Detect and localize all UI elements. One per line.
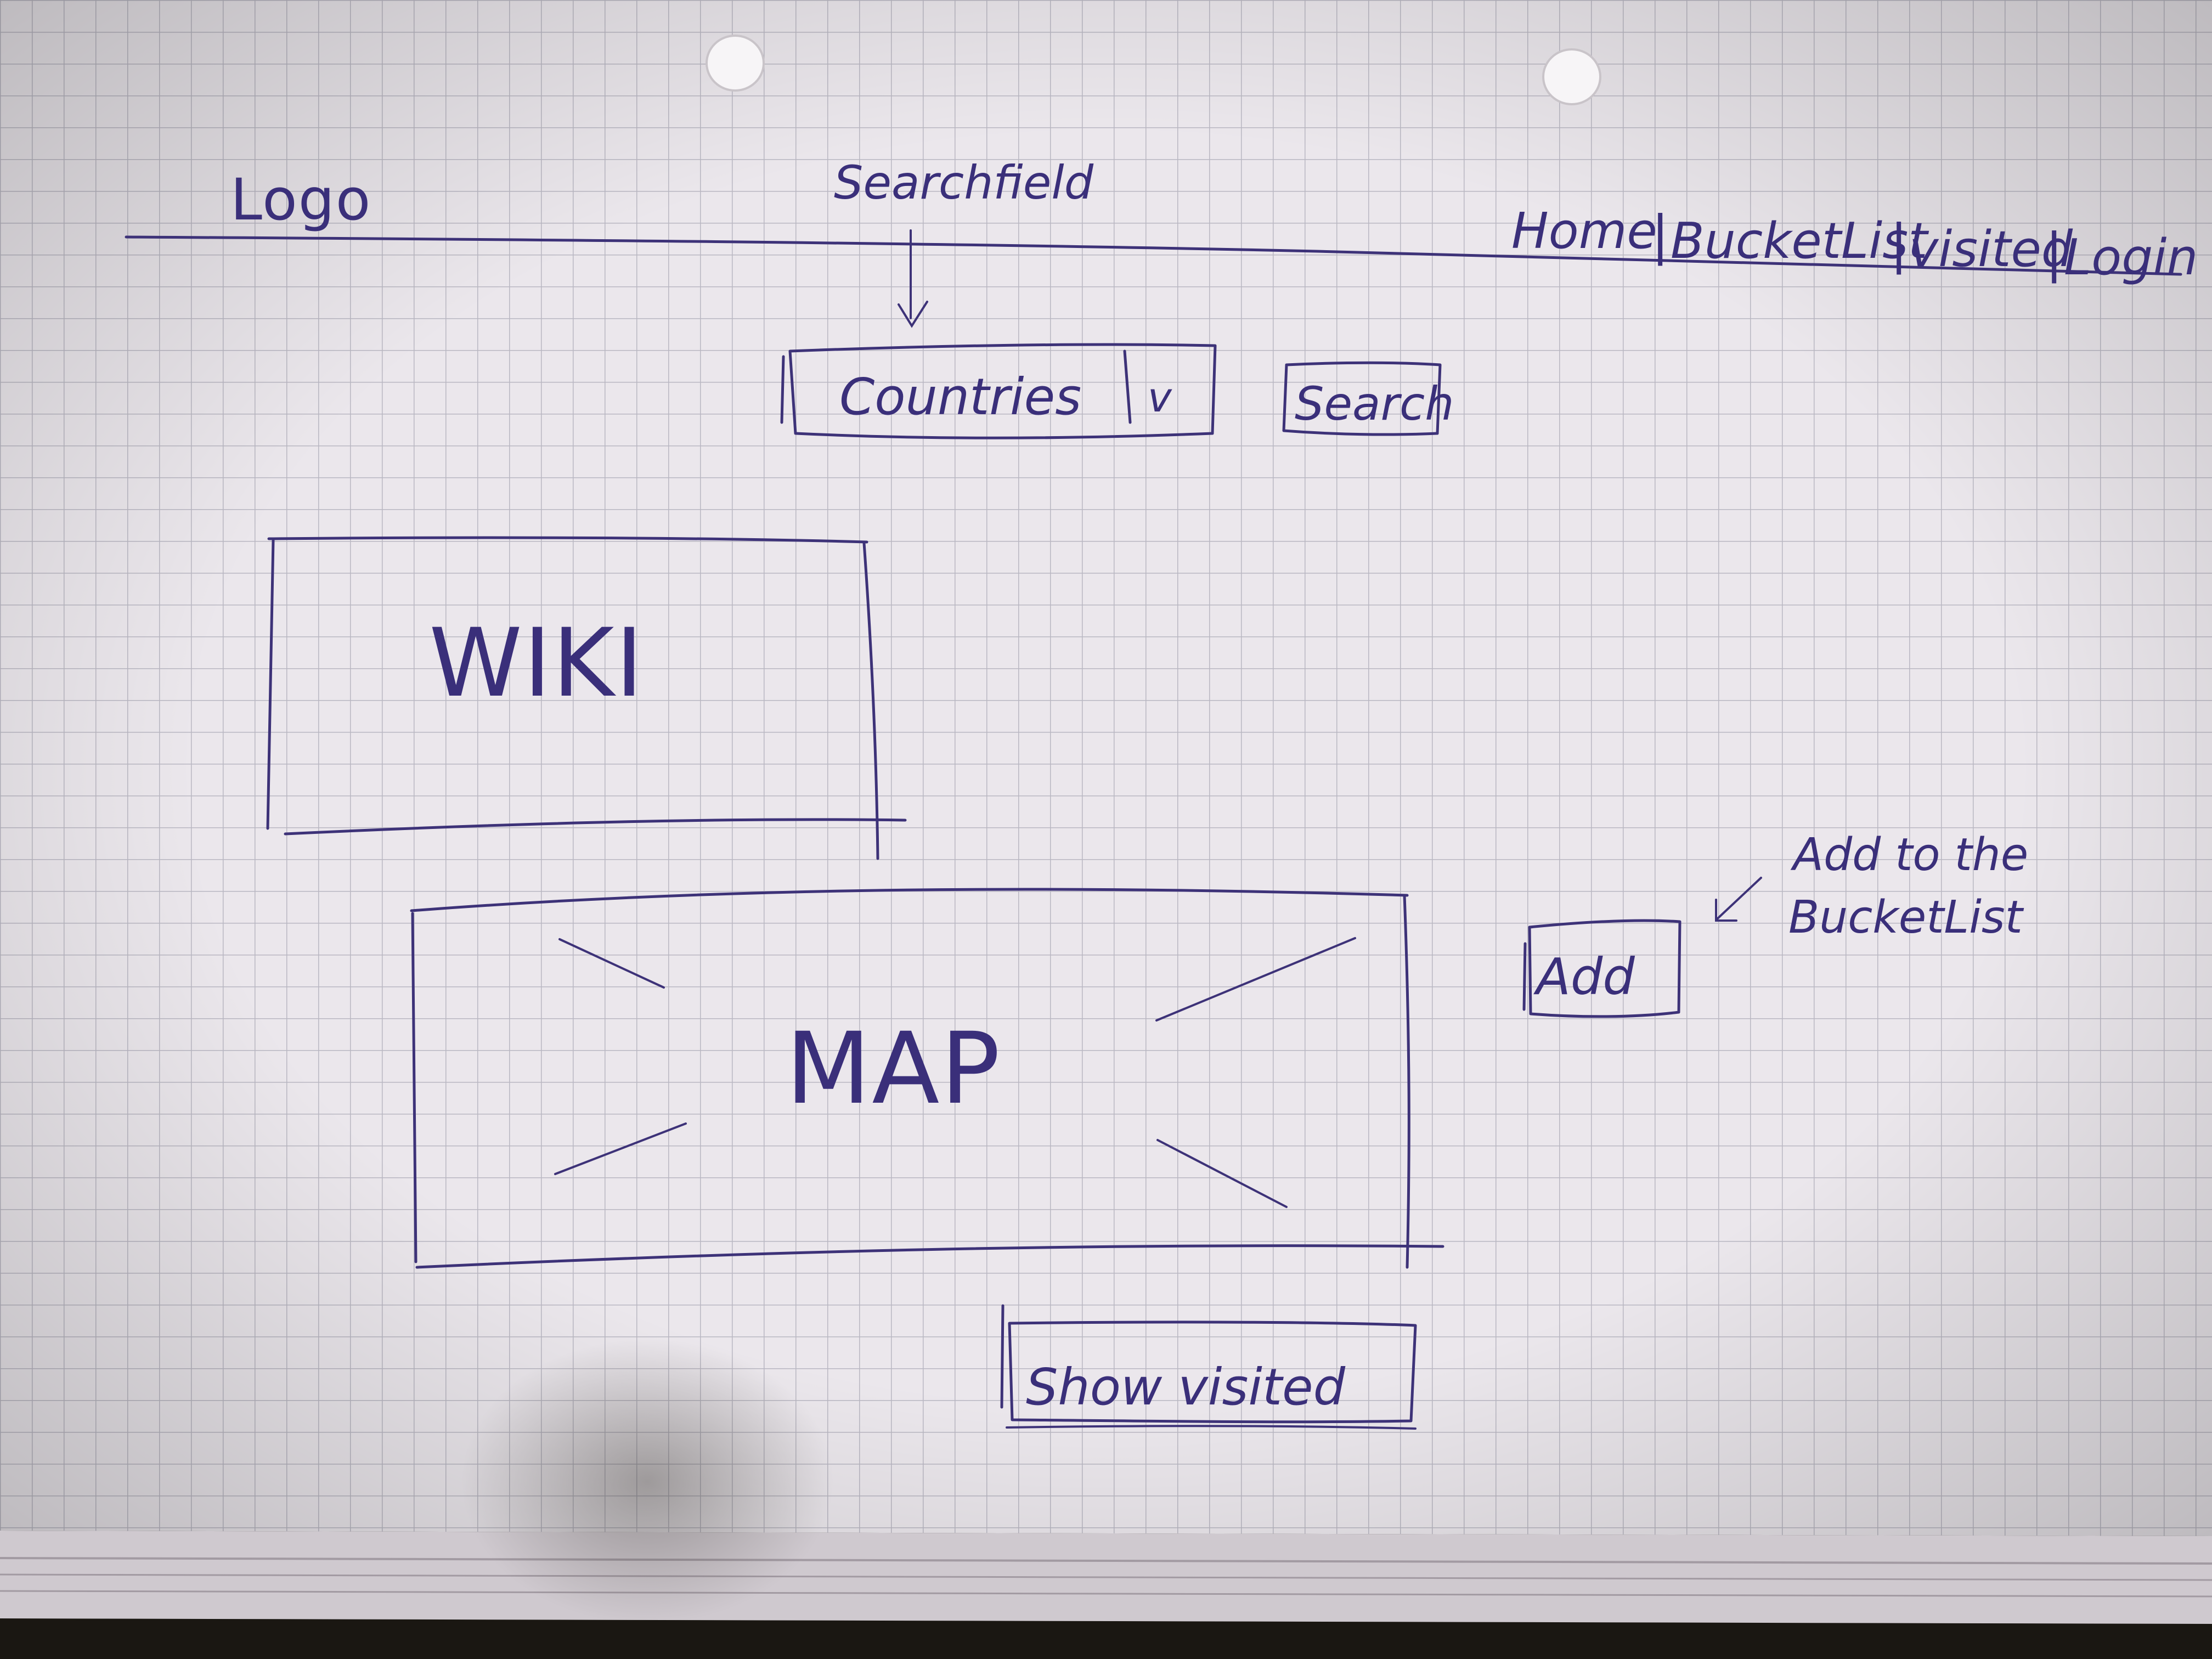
logo[interactable]: Logo bbox=[230, 166, 371, 233]
hand-shadow bbox=[461, 1339, 834, 1624]
map-placeholder-cross-icon bbox=[554, 937, 1356, 1208]
add-annotation-line2: BucketList bbox=[1788, 891, 2024, 944]
chevron-down-icon: v bbox=[1148, 374, 1172, 421]
header-divider bbox=[125, 235, 2182, 276]
nav-separator: | bbox=[1651, 205, 1669, 267]
add-annotation-line1: Add to the bbox=[1790, 829, 2028, 881]
add-annotation: Add to the BucketList bbox=[1715, 829, 2028, 944]
countries-dropdown-value: Countries bbox=[839, 368, 1081, 426]
add-button-label: Add bbox=[1533, 947, 1635, 1006]
map-panel[interactable]: MAP bbox=[410, 888, 1444, 1269]
punch-hole-right bbox=[1542, 48, 1601, 105]
map-label: MAP bbox=[786, 1012, 1001, 1126]
nav-login[interactable]: Login bbox=[2064, 229, 2198, 286]
search-button-label: Search bbox=[1295, 377, 1454, 431]
show-visited-button[interactable]: Show visited bbox=[1000, 1304, 1417, 1430]
nav-bucketlist[interactable]: BucketList bbox=[1671, 212, 1929, 270]
annotation-arrow-down-icon bbox=[898, 229, 928, 328]
show-visited-label: Show visited bbox=[1026, 1358, 1346, 1417]
nav-separator: | bbox=[1890, 213, 1908, 275]
countries-dropdown[interactable]: Countries v bbox=[780, 343, 1217, 439]
header: Logo Searchfield Home | BucketList | vis… bbox=[125, 156, 2198, 328]
searchfield-annotation: Searchfield bbox=[834, 156, 1094, 210]
annotation-arrow-icon bbox=[1715, 877, 1762, 922]
nav-home[interactable]: Home bbox=[1511, 202, 1657, 260]
nav-visited[interactable]: visited bbox=[1909, 221, 2073, 278]
wiki-panel: WIKI bbox=[266, 536, 907, 860]
nav-menu: Home | BucketList | visited | Login bbox=[1511, 202, 2198, 286]
search-bar: Countries v Search bbox=[780, 343, 1454, 439]
wiki-label: WIKI bbox=[429, 608, 644, 718]
punch-hole-left bbox=[706, 35, 765, 92]
search-button[interactable]: Search bbox=[1282, 361, 1454, 436]
add-bucketlist-button[interactable]: Add bbox=[1522, 919, 1681, 1018]
nav-separator: | bbox=[2045, 222, 2063, 284]
